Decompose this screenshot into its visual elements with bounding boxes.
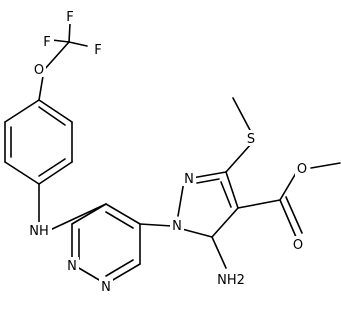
svg-text:O: O	[293, 238, 303, 253]
svg-text:N: N	[67, 259, 77, 274]
atom-n-pyrazole-1: N	[170, 217, 184, 234]
atom-f2: F	[40, 33, 54, 50]
svg-text:N: N	[172, 219, 182, 234]
atom-o-ester: O	[295, 160, 309, 177]
atom-s-thioether: S	[244, 130, 258, 147]
atom-nh2-amino: NH2	[216, 270, 246, 288]
svg-text:NH2: NH2	[217, 273, 245, 288]
svg-text:F: F	[94, 43, 101, 58]
ether-bond	[43, 41, 70, 71]
atom-n-pyrimidine-3: N	[99, 278, 113, 295]
ester-carbonyl-bond	[279, 199, 297, 238]
pyrimidine-pyrazole-bond	[139, 223, 173, 227]
atom-o-ether: O	[32, 61, 46, 78]
thioether-ring-bond	[225, 143, 252, 173]
amino-bond	[211, 236, 227, 269]
svg-text:F: F	[43, 35, 50, 50]
benzene-ring	[4, 99, 73, 185]
pyrimidine-ring	[71, 203, 141, 285]
atom-n-pyrimidine-1: N	[65, 257, 79, 274]
methoxy-bond	[310, 162, 341, 169]
trifluoromethyl-group	[51, 23, 88, 47]
atom-f3: F	[91, 41, 105, 58]
svg-text:NH: NH	[29, 224, 49, 239]
ester-ring-bond	[237, 199, 281, 209]
svg-text:S: S	[247, 132, 255, 147]
atom-f1: F	[63, 8, 77, 25]
atom-nh-linker: NH	[26, 222, 52, 239]
svg-text:O: O	[297, 162, 307, 177]
ester-carbonyl-bond-2	[285, 196, 303, 234]
atom-o-carbonyl: O	[291, 236, 305, 253]
svg-text:N: N	[101, 280, 111, 295]
svg-text:F: F	[66, 10, 73, 25]
ester-oxygen-bond	[279, 172, 297, 201]
svg-text:N: N	[184, 172, 194, 187]
svg-text:O: O	[34, 63, 44, 78]
pyrazole-ring	[177, 171, 239, 238]
thioether-methyl-bond	[232, 97, 252, 133]
atom-n-pyrazole-2: N	[182, 170, 196, 187]
amine-pyrimidine-bond	[49, 203, 107, 231]
